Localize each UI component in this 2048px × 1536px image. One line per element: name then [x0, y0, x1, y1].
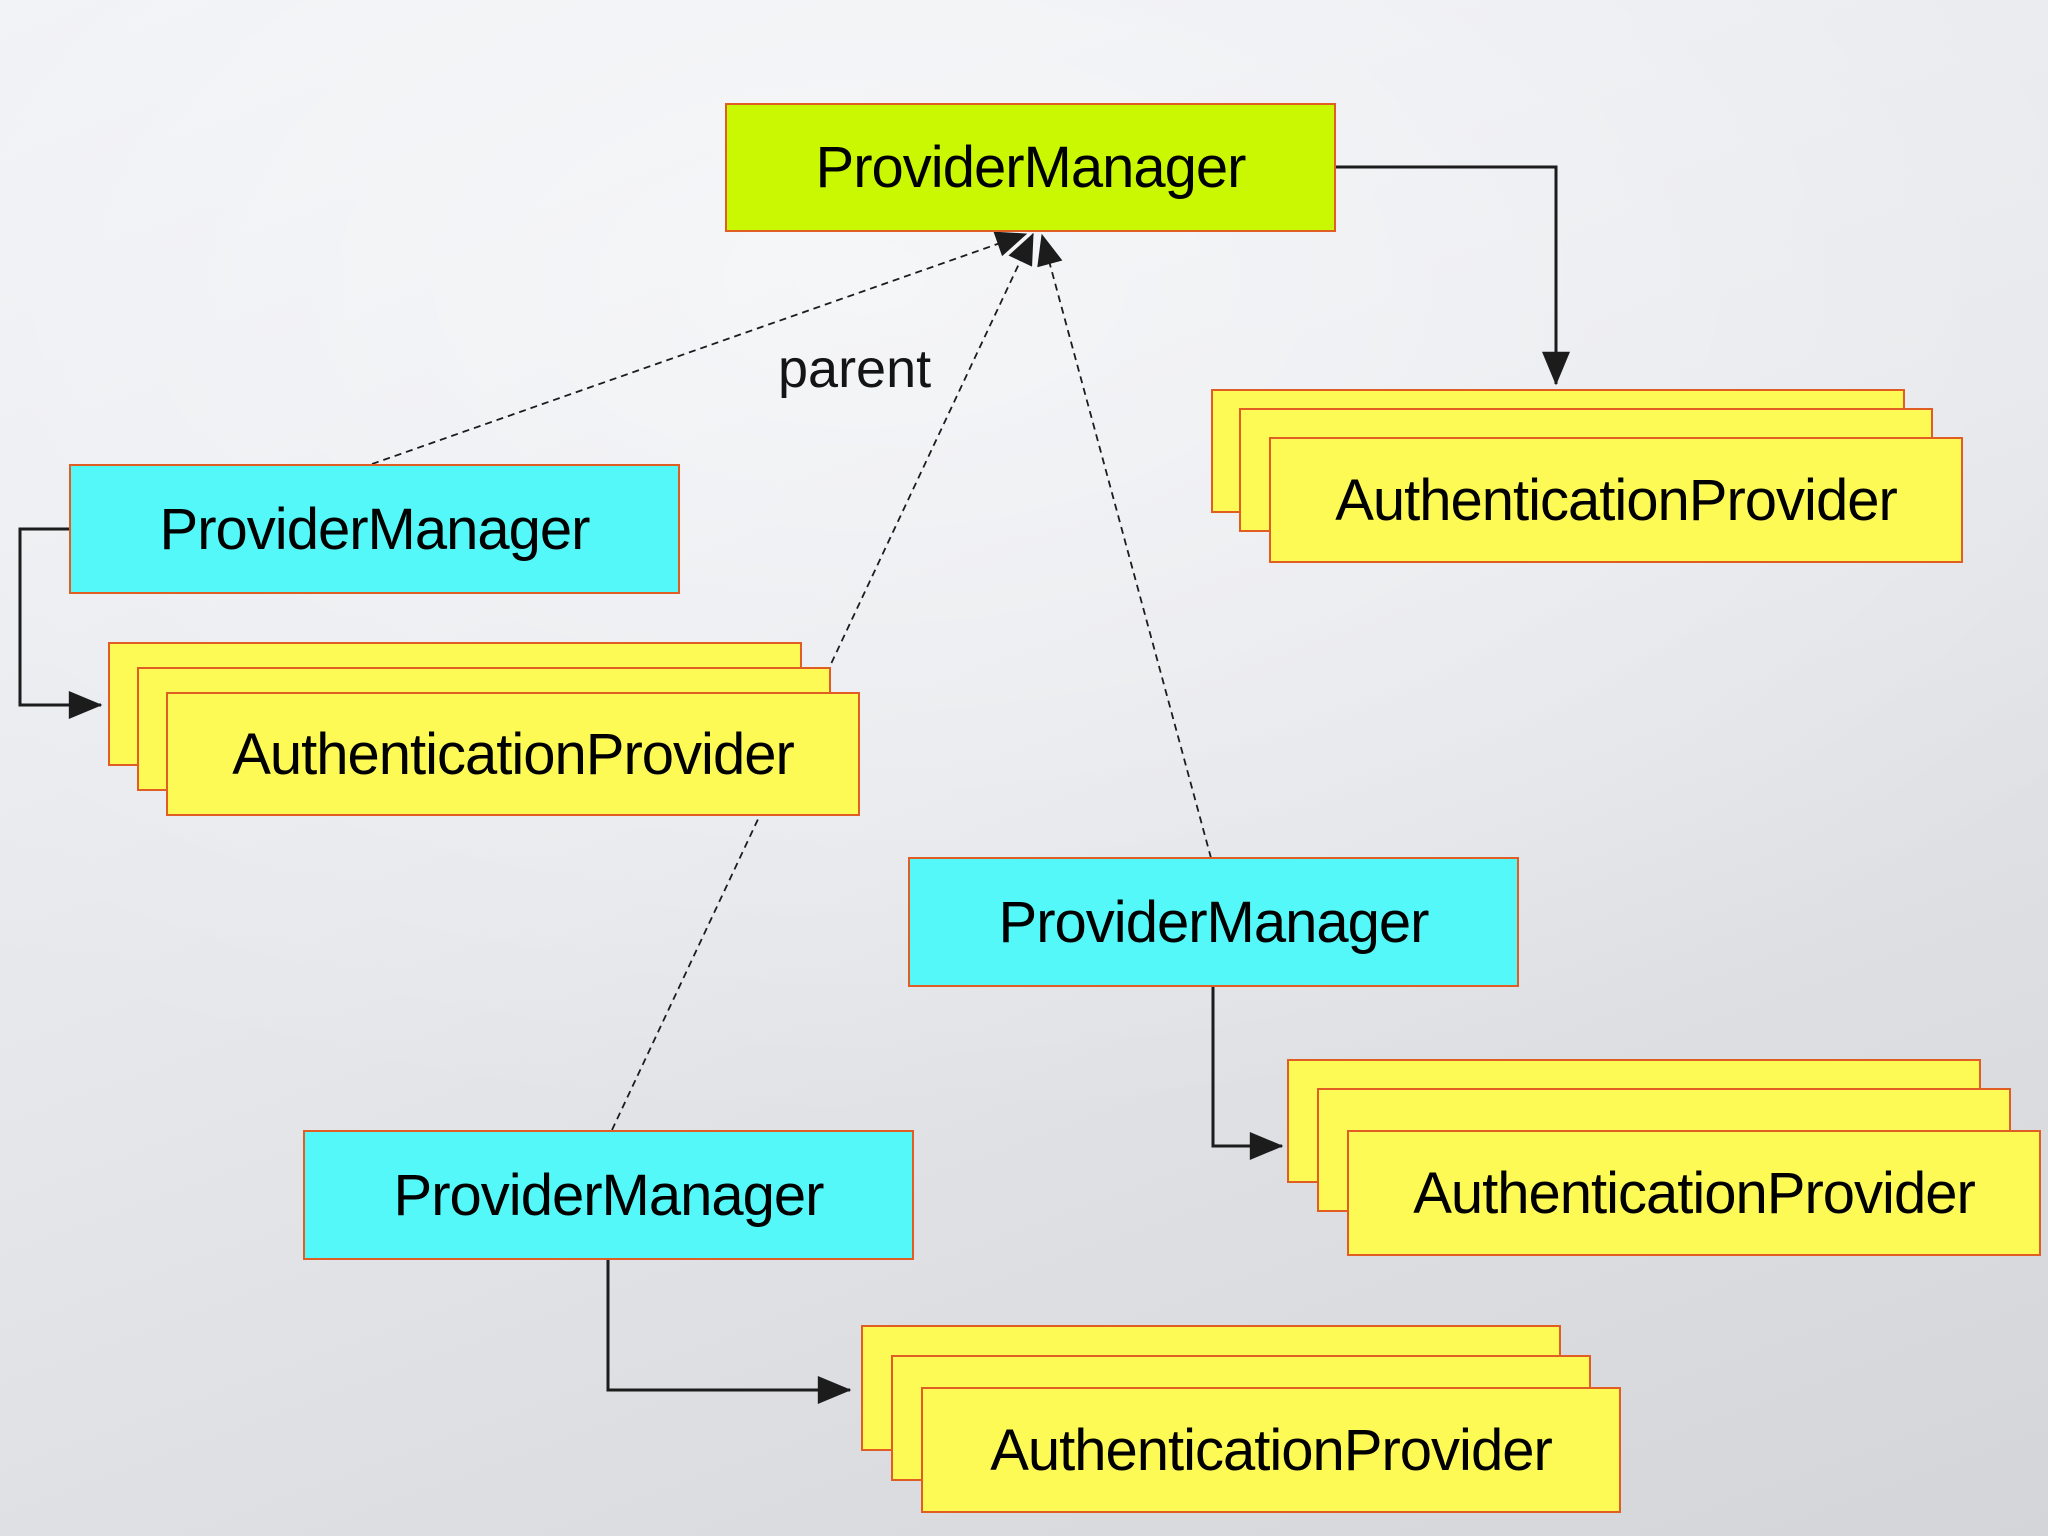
stack-authentication-provider-bottom-right: AuthenticationProvider: [1287, 1059, 2047, 1259]
edge-parent-from-left-manager: [371, 231, 1028, 465]
node-provider-manager-bottom: ProviderManager: [303, 1130, 914, 1260]
node-label: AuthenticationProvider: [1335, 467, 1898, 533]
stack-card-front: AuthenticationProvider: [921, 1387, 1621, 1513]
node-label: AuthenticationProvider: [232, 721, 795, 787]
edge-middle-manager-to-bottom-right-stack: [1211, 987, 1284, 1160]
stack-authentication-provider-bottom: AuthenticationProvider: [861, 1325, 1631, 1525]
node-label: ProviderManager: [159, 496, 591, 562]
stack-card-front: AuthenticationProvider: [1269, 437, 1963, 563]
node-label: AuthenticationProvider: [1413, 1160, 1976, 1226]
node-label: AuthenticationProvider: [990, 1417, 1553, 1483]
stack-authentication-provider-left: AuthenticationProvider: [108, 642, 868, 822]
edge-bottom-manager-to-bottom-stack: [606, 1260, 852, 1404]
edge-root-to-top-right-stack: [1336, 165, 1570, 386]
node-provider-manager-left: ProviderManager: [69, 464, 680, 594]
node-label: ProviderManager: [393, 1162, 825, 1228]
stack-card-front: AuthenticationProvider: [166, 692, 860, 816]
stack-authentication-provider-top-right: AuthenticationProvider: [1211, 389, 1971, 569]
edge-left-manager-to-left-stack: [18, 527, 103, 719]
stack-card-front: AuthenticationProvider: [1347, 1130, 2041, 1256]
edge-parent-from-middle-manager: [1037, 233, 1212, 859]
node-label: ProviderManager: [815, 135, 1247, 200]
node-provider-manager-middle: ProviderManager: [908, 857, 1519, 987]
node-provider-manager-root: ProviderManager: [725, 103, 1336, 232]
node-label: ProviderManager: [998, 889, 1430, 955]
edge-label-parent: parent: [778, 339, 932, 399]
